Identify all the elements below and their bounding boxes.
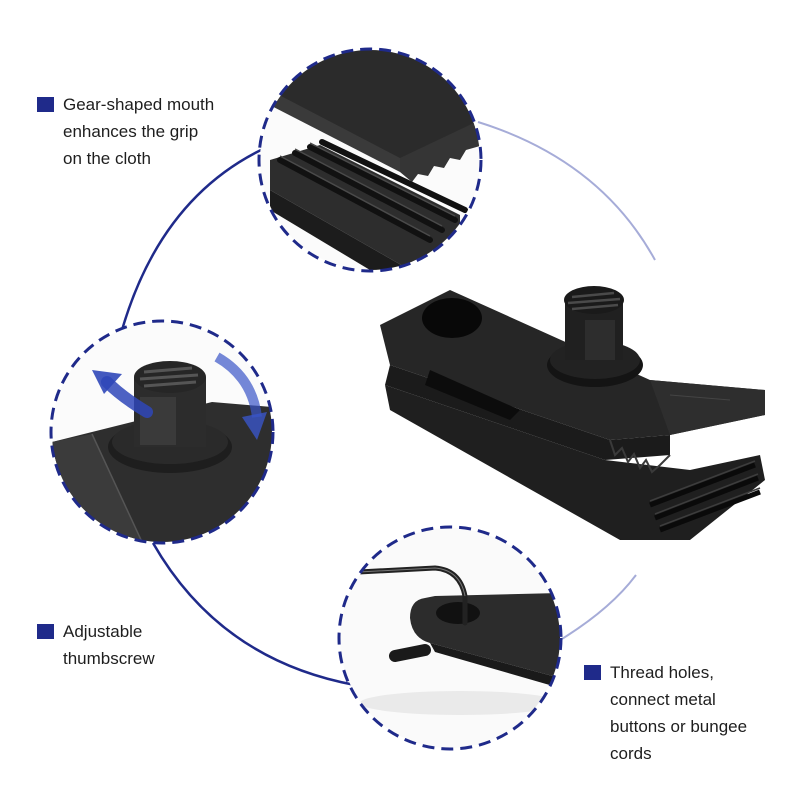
callout-thread-holes: Thread holes, connect metal buttons or b… xyxy=(584,659,747,767)
callout-line: on the cloth xyxy=(63,149,151,168)
bullet-square-icon xyxy=(37,97,54,112)
thread-hole-detail-image xyxy=(340,528,560,748)
bullet-square-icon xyxy=(37,624,54,639)
callout-line: Adjustable xyxy=(63,622,143,641)
callout-line: thumbscrew xyxy=(63,649,155,668)
callout-line: enhances the grip xyxy=(63,122,199,141)
callout-line: Thread holes, xyxy=(610,663,714,682)
clip-product-image xyxy=(380,286,765,540)
callout-gear-mouth: Gear-shaped mouth enhances the grip on t… xyxy=(37,91,214,172)
jaw-teeth-detail-image xyxy=(260,50,480,270)
callout-line: cords xyxy=(610,744,652,763)
callout-line: connect metal xyxy=(610,690,716,709)
bullet-square-icon xyxy=(584,665,601,680)
thumbscrew-detail-image xyxy=(52,322,272,542)
callout-line: Gear-shaped mouth xyxy=(63,95,215,114)
callout-thumbscrew: Adjustable thumbscrew xyxy=(37,618,155,672)
callout-line: buttons or bungee xyxy=(610,717,748,736)
